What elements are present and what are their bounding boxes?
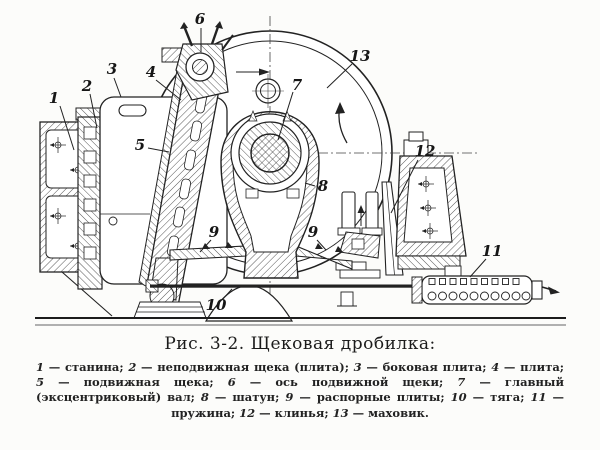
part-number: 2: [128, 360, 137, 374]
part-number: 12: [239, 405, 256, 420]
part-number: 9: [285, 390, 294, 405]
jaw-crusher-drawing: 1 2 3 4 5 6 7 8 9 9 10 11 12 13: [35, 10, 566, 326]
part-callout-6: 6: [195, 10, 206, 28]
adjustment-arrow: [357, 205, 365, 213]
rod-bolt: [340, 291, 354, 307]
part-callout-13: 13: [350, 47, 371, 65]
side-plate-bolt: [108, 216, 118, 226]
part-callout-9-right: 9: [308, 223, 319, 241]
rotation-arrow-horizontal: [236, 68, 270, 76]
part-callout-1: 1: [49, 89, 59, 107]
parts-list-item: 13 — маховик.: [332, 405, 429, 420]
parts-list-item: 5 — подвижная щека;: [36, 375, 228, 390]
spring-anchor: [411, 276, 423, 304]
flywheel-hub-hole: [252, 74, 284, 108]
part-callout-2: 2: [81, 77, 92, 95]
part-number: 5: [36, 375, 45, 390]
part-callout-5: 5: [135, 136, 145, 154]
part-number: 1: [36, 360, 45, 374]
tie-rod: [145, 279, 560, 307]
pivot-bolt: [221, 34, 234, 51]
part-callout-4: 4: [146, 63, 156, 81]
figure-title: Рис. 3-2. Щековая дробилка:: [164, 334, 436, 354]
parts-list-item: 2 — неподвижная щека (плита);: [128, 360, 354, 374]
pivot-bolt: [182, 25, 194, 47]
part-callout-7: 7: [292, 76, 303, 94]
leader-lines: [59, 28, 487, 301]
right-frame-block: [395, 131, 467, 277]
spring: [411, 275, 543, 305]
parts-list-item: 7 — главный (эксцентриковый) вал;: [36, 375, 564, 405]
parts-list-item: 1 — станина;: [36, 360, 129, 374]
side-plate-slot: [118, 104, 147, 117]
frame-base-incline: [61, 271, 113, 317]
guide-post: [341, 191, 356, 231]
parts-list-item: 6 — ось подвижной щеки;: [227, 375, 458, 390]
part-callout-12: 12: [415, 142, 436, 160]
part-number: 13: [332, 405, 349, 420]
parts-list-item: 12 — клинья;: [239, 405, 333, 420]
part-number: 10: [450, 390, 467, 405]
part-callout-8: 8: [318, 177, 329, 195]
parts-list-item: 8 — шатун;: [200, 390, 286, 405]
part-number: 7: [457, 375, 466, 390]
part-callout-10: 10: [206, 296, 227, 314]
part-callout-9-left: 9: [209, 223, 220, 241]
figure-caption: Рис. 3-2. Щековая дробилка: 1 — станина;…: [0, 334, 600, 421]
part-number: 4: [491, 360, 500, 374]
spring-end-cap: [531, 280, 543, 300]
guide-post: [365, 191, 379, 231]
rotation-arrow-curved: [335, 102, 348, 144]
jaw-crusher-diagram: 1 2 3 4 5 6 7 8 9 9 10 11 12 13: [35, 10, 566, 326]
parts-list-item: 3 — боковая плита;: [353, 360, 492, 374]
foundation: [133, 301, 207, 319]
parts-list-item: 4 — плита;: [491, 360, 565, 374]
fixed-jaw: [75, 107, 107, 290]
pitman: [220, 110, 320, 279]
part-number: 3: [353, 360, 362, 374]
part-number: 11: [530, 390, 547, 405]
toggle-plates: [169, 242, 353, 270]
jaw-pivot-axis: [161, 21, 234, 101]
parts-list-item: 10 — тяга;: [450, 390, 531, 405]
part-callout-11: 11: [482, 242, 503, 260]
part-callout-3: 3: [107, 60, 117, 78]
part-number: 8: [200, 390, 209, 405]
parts-list-item: 11 — пружина;: [171, 390, 564, 420]
part-number: 6: [227, 375, 236, 390]
parts-list: 1 — станина; 2 — неподвижная щека (плита…: [36, 360, 564, 421]
parts-list-item: 9 — распорные плиты;: [285, 390, 451, 405]
